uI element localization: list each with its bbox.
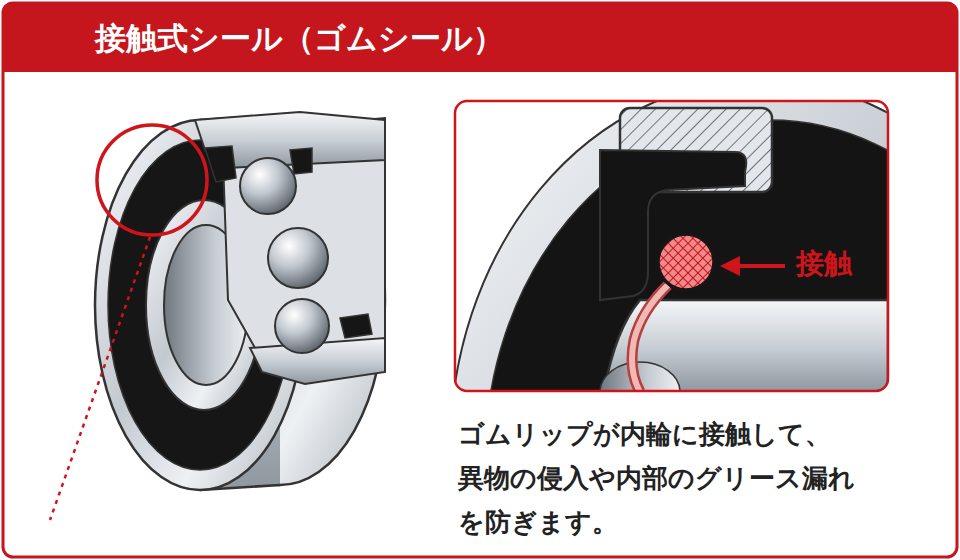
title-text: 接触式シール（ゴムシール） [95, 14, 795, 62]
leader-line [50, 237, 150, 520]
rubber-lip [632, 285, 668, 390]
rubber-lip [632, 285, 668, 390]
pointer-arrowhead [720, 256, 740, 276]
page-frame [3, 3, 957, 557]
seal-section [340, 314, 372, 338]
detail-view [456, 102, 887, 390]
outer-ring-face [456, 102, 887, 390]
caption-text: ゴムリップが内輪に接触して、 異物の侵入や内部のグリース漏れ を防ぎます。 [458, 412, 888, 544]
rubber-seal [485, 120, 887, 390]
highlight-circle [97, 125, 207, 235]
bearing-illustration [95, 112, 385, 490]
contact-label: 接触 [796, 244, 886, 284]
seal-section [600, 150, 746, 300]
steel-ball [268, 228, 328, 288]
steel-ball [240, 158, 296, 214]
contact-lip [658, 234, 714, 290]
seal-section [290, 148, 312, 174]
title-band [3, 3, 957, 72]
detail-panel [455, 101, 888, 391]
seal-section [205, 146, 236, 182]
steel-ball [275, 299, 329, 353]
pointer-arrow [736, 264, 785, 268]
